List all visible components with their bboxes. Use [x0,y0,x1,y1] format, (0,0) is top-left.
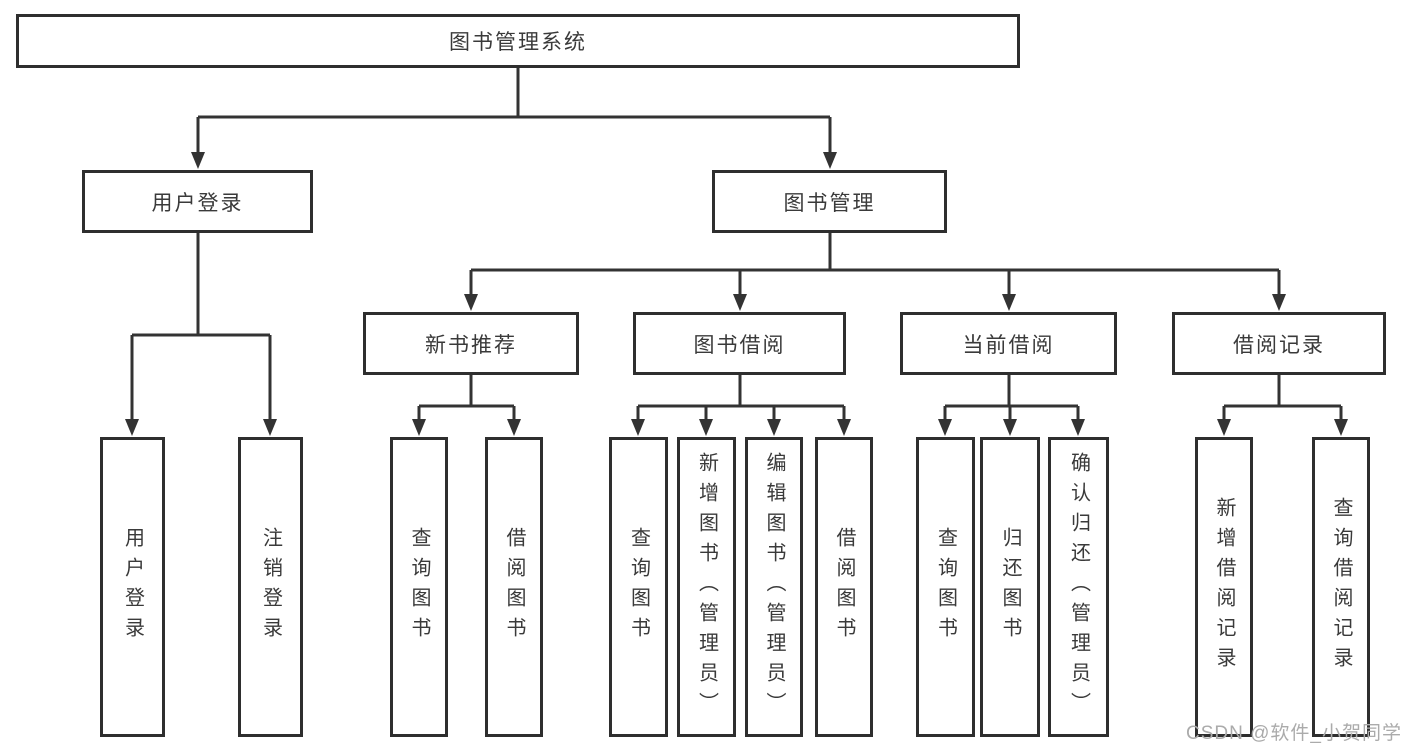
leaf-query-borrow-record: 查询借阅记录 [1312,437,1370,737]
node-current-borrowing: 当前借阅 [900,312,1117,375]
node-new-book-recommend: 新书推荐 [363,312,579,375]
leaf-label: 新增借阅记录 [1213,497,1235,677]
leaf-return-books: 归还图书 [980,437,1040,737]
leaf-label: 确认归还（管理员） [1067,452,1090,722]
leaf-user-login: 用户登录 [100,437,165,737]
leaf-edit-book-admin: 编辑图书（管理员） [745,437,803,737]
leaf-confirm-return-admin: 确认归还（管理员） [1048,437,1109,737]
leaf-query-books-recommend: 查询图书 [390,437,448,737]
leaf-label: 查询图书 [627,527,650,647]
node-book-borrowing: 图书借阅 [633,312,846,375]
node-borrowing-records: 借阅记录 [1172,312,1386,375]
leaf-add-borrow-record: 新增借阅记录 [1195,437,1253,737]
node-book-management: 图书管理 [712,170,947,233]
leaf-label: 新增图书（管理员） [695,452,718,722]
node-user-login: 用户登录 [82,170,313,233]
watermark: CSDN @软件_小贺同学 [1186,723,1402,744]
leaf-label: 查询图书 [408,527,430,647]
node-label: 图书借阅 [693,333,786,357]
leaf-label: 注销登录 [259,527,282,647]
leaf-label: 借阅图书 [503,527,525,647]
node-label: 当前借阅 [962,333,1055,357]
leaf-query-books-current: 查询图书 [916,437,975,737]
node-label: 图书管理 [783,191,876,215]
leaf-label: 借阅图书 [833,527,855,647]
leaf-borrow-books-recommend: 借阅图书 [485,437,543,737]
node-label: 用户登录 [151,191,244,215]
node-label: 借阅记录 [1233,333,1325,357]
node-library-system: 图书管理系统 [16,14,1020,68]
leaf-label: 用户登录 [121,527,144,647]
leaf-add-book-admin: 新增图书（管理员） [677,437,736,737]
leaf-label: 查询图书 [934,527,957,647]
leaf-label: 查询借阅记录 [1330,497,1352,677]
leaf-label: 归还图书 [999,527,1021,647]
leaf-query-books-borrowing: 查询图书 [609,437,668,737]
node-label: 图书管理系统 [449,31,587,54]
node-label: 新书推荐 [425,333,517,357]
leaf-logout: 注销登录 [238,437,303,737]
leaf-label: 编辑图书（管理员） [763,452,785,722]
leaf-borrow-books-borrowing: 借阅图书 [815,437,873,737]
